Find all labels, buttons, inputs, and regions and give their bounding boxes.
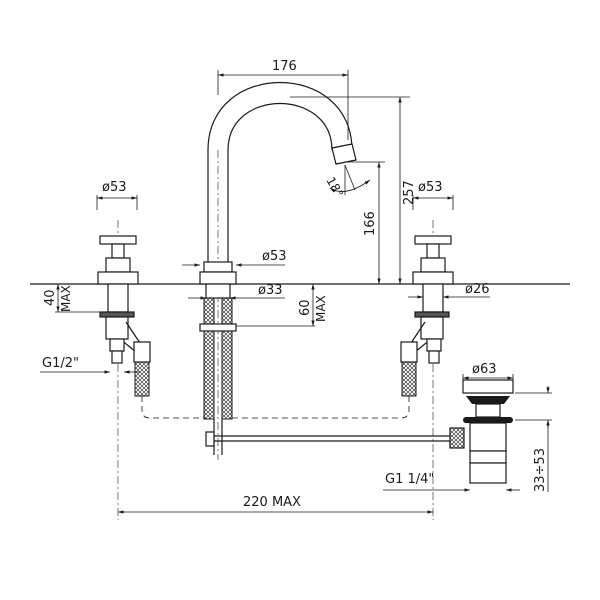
pull-rod [205, 427, 465, 449]
dimension-inlet-thread: G1/2" [40, 356, 140, 374]
dim-spout-base-label: ø53 [262, 249, 287, 264]
dimension-257: 257 [290, 96, 417, 284]
spout [199, 81, 357, 455]
dimension-spout-base: ø53 [182, 249, 287, 267]
dim-40-label: 40 [43, 289, 58, 306]
dim-60-label: 60 [298, 299, 313, 316]
dim-220-label: 220 MAX [243, 495, 301, 510]
dim-waste-thread-label: G1 1/4" [385, 472, 434, 487]
dimension-waste-thread: G1 1/4" [383, 472, 520, 492]
dim-waste-dia-label: ø63 [472, 362, 497, 377]
dimension-valve-shank: ø26 [408, 282, 490, 299]
dim-spout-shank-label: ø33 [258, 283, 283, 298]
dim-40-max-label: MAX [59, 285, 73, 312]
dim-angle-label: 18° [323, 175, 346, 200]
dim-valve-shank-label: ø26 [465, 282, 490, 297]
dim-257-label: 257 [402, 180, 417, 205]
dimension-waste-dia: ø63 [462, 362, 514, 382]
dimension-right-handle: ø53 [412, 180, 454, 210]
right-valve [400, 235, 454, 397]
dimension-40-max: 40 MAX [43, 284, 100, 313]
dim-right-handle-label: ø53 [418, 180, 443, 195]
dim-inlet-thread-label: G1/2" [42, 356, 79, 371]
dim-waste-range-label: 33÷53 [533, 448, 548, 492]
dimension-220-max: 220 MAX [118, 495, 433, 514]
dim-60-max-label: MAX [314, 295, 328, 322]
dimension-left-handle: ø53 [96, 180, 138, 210]
left-valve [97, 235, 151, 397]
dim-left-handle-label: ø53 [102, 180, 127, 195]
left-hose [141, 396, 205, 419]
dim-166-label: 166 [363, 211, 378, 236]
pop-up-waste [462, 379, 514, 484]
dimension-176: 176 [217, 59, 349, 140]
dimension-angle: 18° [323, 164, 371, 200]
dimension-60-max: 60 MAX [236, 284, 328, 327]
dimension-166: 166 [345, 161, 385, 284]
dimension-spout-shank: ø33 [188, 283, 285, 300]
dim-176-label: 176 [272, 59, 297, 74]
dimension-waste-range: 33÷53 [515, 386, 552, 492]
right-hose [232, 396, 410, 419]
